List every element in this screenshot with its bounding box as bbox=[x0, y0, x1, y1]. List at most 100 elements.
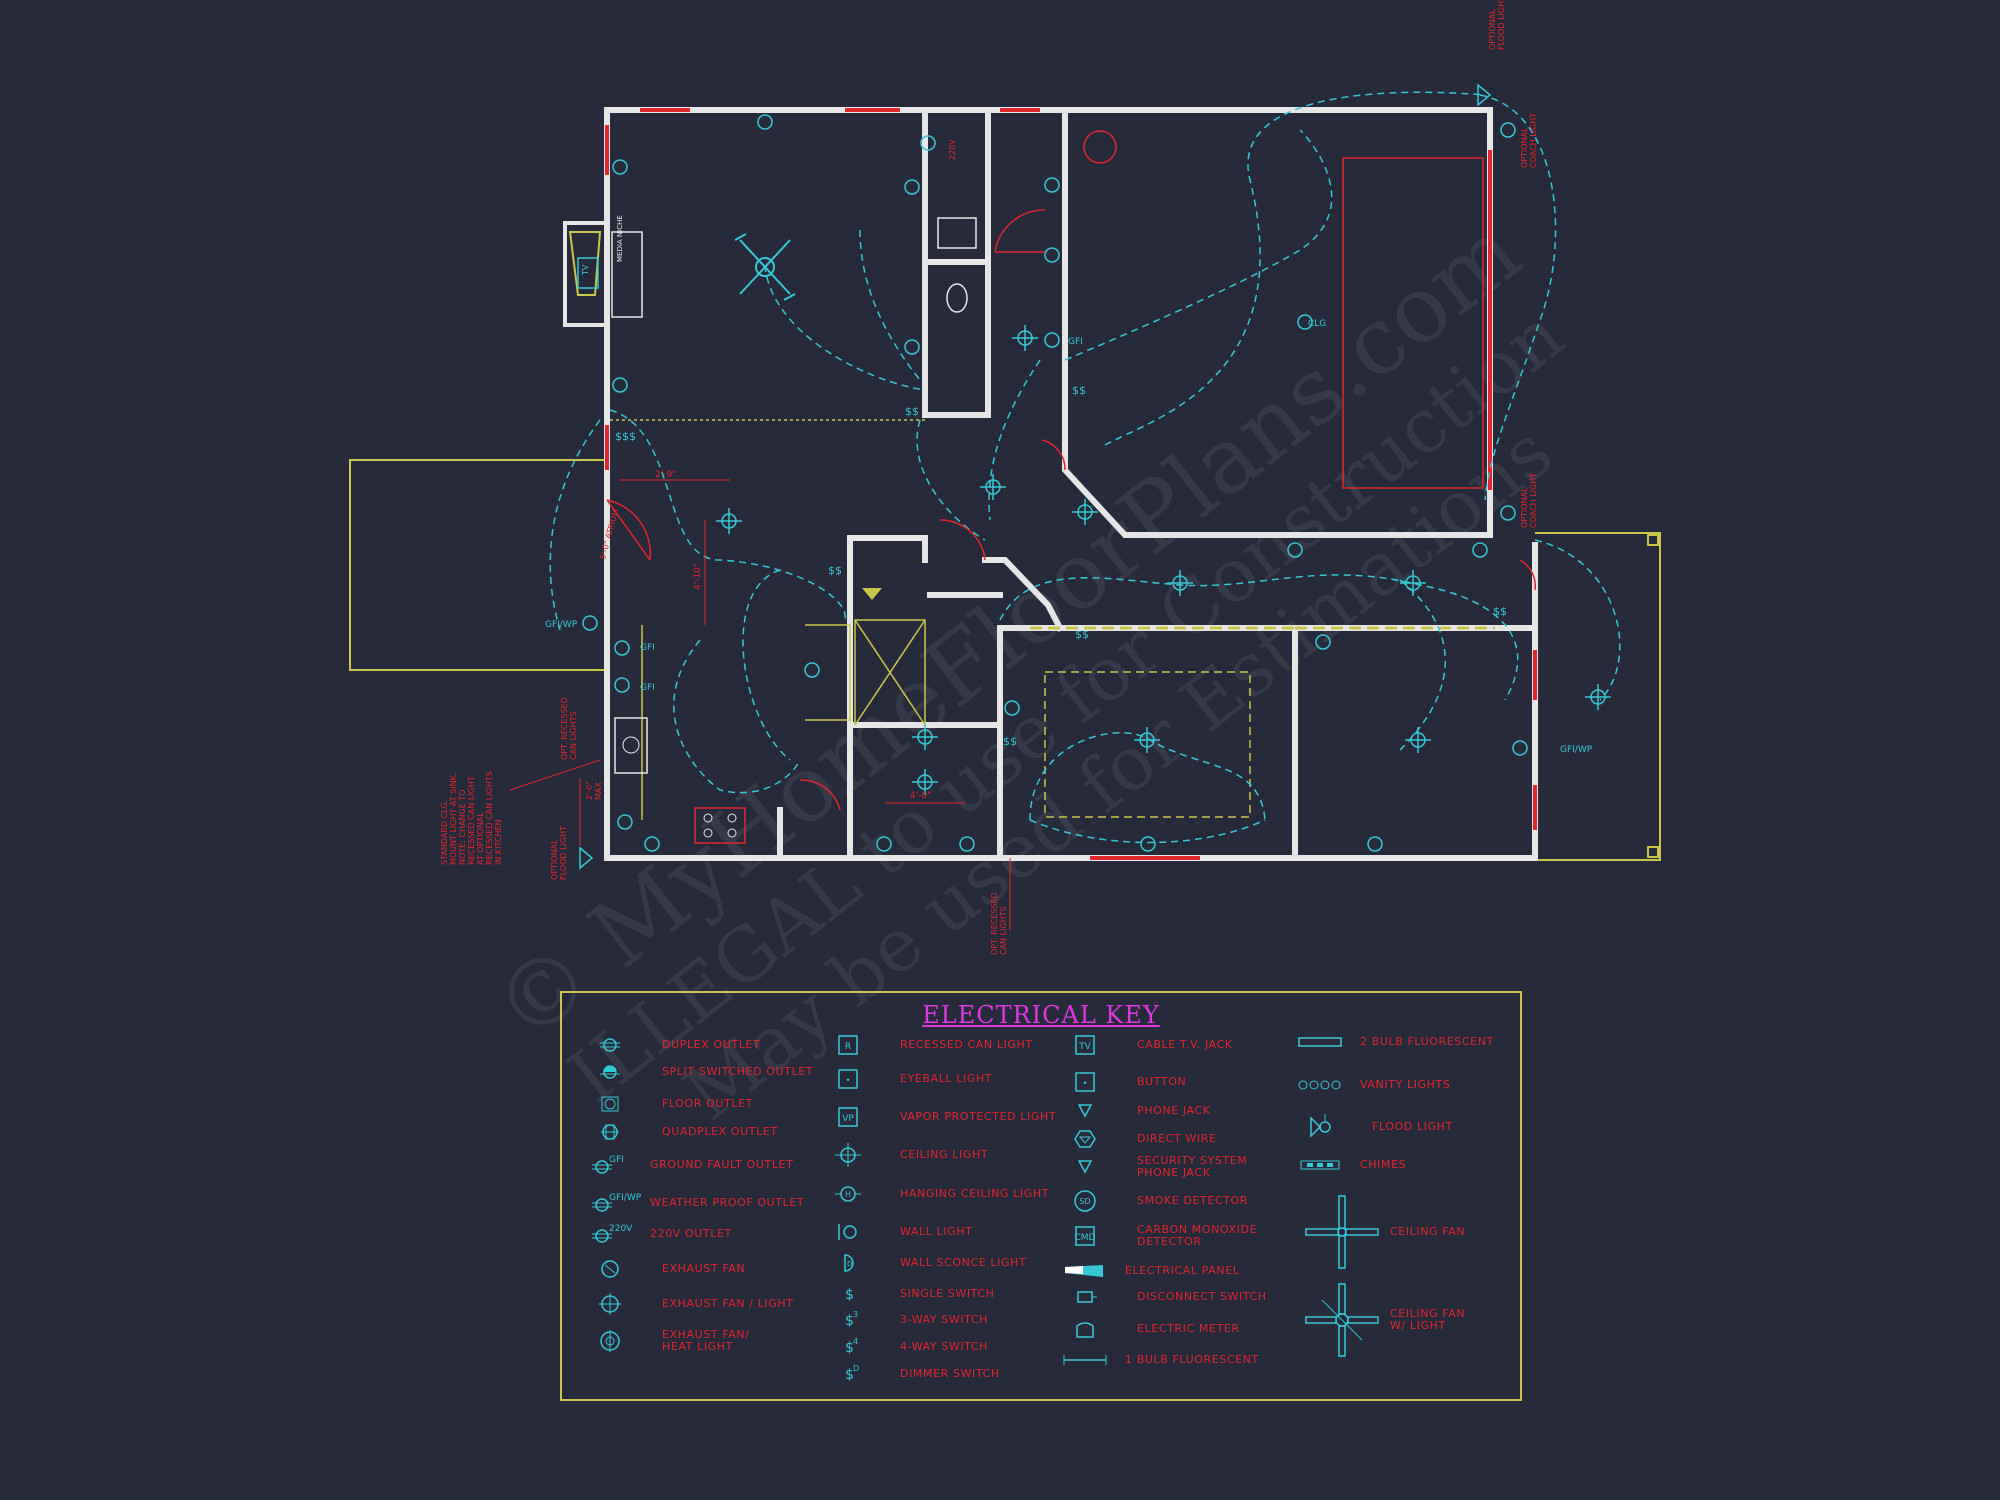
key-item-label: WALL LIGHT bbox=[900, 1225, 973, 1238]
vanity-lights-icon bbox=[1298, 1071, 1341, 1099]
svg-text:$$: $$ bbox=[1493, 605, 1507, 618]
bedroom-wall bbox=[1062, 109, 1493, 538]
key-item-label: CEILING FAN bbox=[1390, 1225, 1466, 1238]
key-item-security-system-phone-jack: SECURITY SYSTEM PHONE JACK bbox=[1067, 1153, 1247, 1181]
svg-text:$$: $$ bbox=[1075, 628, 1089, 641]
key-item-ground-fault-outlet: GFI GROUND FAULT OUTLET bbox=[592, 1151, 793, 1179]
flood-light-icons bbox=[579, 83, 1492, 870]
key-item-label: PHONE JACK bbox=[1137, 1104, 1211, 1117]
svg-text:$$: $$ bbox=[828, 564, 842, 577]
single-switch-icon: $ bbox=[830, 1280, 866, 1308]
key-item-ceiling-fan-w-light: CEILING FAN W/ LIGHT bbox=[1302, 1283, 1465, 1357]
stair-arrow-icon bbox=[862, 588, 882, 600]
key-item-label: GROUND FAULT OUTLET bbox=[650, 1158, 794, 1171]
bed-outline bbox=[1342, 157, 1484, 489]
key-item-electrical-panel: ELECTRICAL PANEL bbox=[1065, 1257, 1240, 1285]
tv-label: TV bbox=[581, 264, 590, 276]
key-item-electric-meter: ELECTRIC METER bbox=[1067, 1315, 1240, 1343]
svg-text:•: • bbox=[845, 1076, 850, 1086]
standard-clg-note: STANDARD CLG. MOUNT LIGHT AT SINK. NOTE:… bbox=[440, 771, 503, 865]
key-item-vanity-lights: VANITY LIGHTS bbox=[1298, 1071, 1450, 1099]
key-item-quadplex-outlet: QUADPLEX OUTLET bbox=[592, 1118, 778, 1146]
key-item-wall-sconce-light: D WALL SCONCE LIGHT bbox=[830, 1249, 1026, 1277]
wall-light-icon bbox=[830, 1218, 866, 1246]
dimmer-switch-icon: $D bbox=[830, 1360, 866, 1388]
split-switched-outlet-icon bbox=[592, 1058, 628, 1086]
svg-text:D: D bbox=[853, 1364, 859, 1373]
key-item-carbon-monoxide-detector: CMD CARBON MONOXIDE DETECTOR bbox=[1067, 1222, 1257, 1250]
key-item-label: QUADPLEX OUTLET bbox=[662, 1125, 778, 1138]
optional-coach-light-right-label: OPTIONAL COACH LIGHT bbox=[1520, 472, 1538, 528]
key-item-four-way-switch: $4 4-WAY SWITCH bbox=[830, 1333, 988, 1361]
key-item-label: VAPOR PROTECTED LIGHT bbox=[900, 1110, 1057, 1123]
svg-text:MEDIA NICHE: MEDIA NICHE bbox=[616, 215, 624, 262]
key-item-label: DIRECT WIRE bbox=[1137, 1132, 1217, 1145]
key-item-label: WALL SCONCE LIGHT bbox=[900, 1256, 1027, 1269]
svg-text:$$: $$ bbox=[1072, 384, 1086, 397]
key-item-label: WEATHER PROOF OUTLET bbox=[650, 1196, 805, 1209]
dim-2-9-label: 2'-9" bbox=[655, 470, 676, 480]
svg-text:GFI/WP: GFI/WP bbox=[609, 1193, 642, 1203]
disconnect-switch-icon bbox=[1067, 1283, 1103, 1311]
key-item-label: RECESSED CAN LIGHT bbox=[900, 1038, 1033, 1051]
key-item-label: EXHAUST FAN / LIGHT bbox=[662, 1297, 794, 1310]
carbon-monoxide-detector-icon: CMD bbox=[1067, 1222, 1103, 1250]
key-item-label: CARBON MONOXIDE DETECTOR bbox=[1137, 1223, 1258, 1248]
key-item-label: 220V OUTLET bbox=[650, 1227, 732, 1240]
key-item-exhaust-fan-heat-light: EXHAUST FAN/ HEAT LIGHT bbox=[592, 1327, 750, 1355]
svg-text:D: D bbox=[847, 1260, 852, 1268]
right-porch-outline bbox=[1535, 532, 1661, 861]
media-niche-label: MEDIA NICHE bbox=[616, 215, 624, 262]
key-item-wall-light: WALL LIGHT bbox=[830, 1218, 972, 1246]
one-bulb-fluorescent-icon bbox=[1063, 1346, 1107, 1374]
key-item-label: 2 BULB FLUORESCENT bbox=[1360, 1035, 1494, 1048]
key-item-label: 3-WAY SWITCH bbox=[900, 1313, 989, 1326]
key-item-button: •BUTTON bbox=[1067, 1068, 1186, 1096]
direct-wire-icon bbox=[1067, 1125, 1103, 1153]
optional-flood-light-top-label: OPTIONAL FLOOD LIGHT bbox=[1488, 0, 1506, 50]
key-item-label: ELECTRICAL PANEL bbox=[1125, 1264, 1240, 1277]
key-item-label: 4-WAY SWITCH bbox=[900, 1340, 989, 1353]
key-item-eyeball-light: • EYEBALL LIGHT bbox=[830, 1065, 992, 1093]
svg-text:$$$: $$$ bbox=[615, 430, 636, 443]
key-item-floor-outlet: FLOOR OUTLET bbox=[592, 1090, 753, 1118]
ground-fault-outlet-icon: GFI bbox=[592, 1151, 628, 1179]
key-item-label: ELECTRIC METER bbox=[1137, 1322, 1240, 1335]
key-item-label: CABLE T.V. JACK bbox=[1137, 1038, 1233, 1051]
svg-text:•: • bbox=[1082, 1079, 1087, 1089]
ceiling-light-icons bbox=[716, 122, 1611, 795]
kitchen-outlines bbox=[610, 419, 1495, 820]
dim-4-10-label: 4'-10" bbox=[693, 563, 703, 590]
media-niche bbox=[563, 221, 607, 327]
duplex-outlet-icons bbox=[582, 114, 1528, 852]
svg-text:GFI: GFI bbox=[609, 1155, 624, 1165]
key-item-label: CEILING FAN W/ LIGHT bbox=[1390, 1307, 1466, 1332]
key-item-label: EXHAUST FAN bbox=[662, 1262, 746, 1275]
optional-coach-light-top-label: OPTIONAL COACH LIGHT bbox=[1520, 112, 1538, 168]
four-way-switch-icon: $4 bbox=[830, 1333, 866, 1361]
dim-2-0-max-label: 2'-0" MAX bbox=[585, 781, 603, 800]
key-item-label: SECURITY SYSTEM PHONE JACK bbox=[1137, 1154, 1248, 1179]
floor-plan: TV MEDIA NICHE bbox=[349, 83, 1661, 930]
key-item-flood-light: FLOOD LIGHT bbox=[1302, 1113, 1453, 1141]
key-item-label: FLOOD LIGHT bbox=[1372, 1120, 1453, 1133]
electrical-key-title: ELECTRICAL KEY bbox=[922, 1001, 1160, 1029]
ceiling-fan-icon bbox=[1302, 1192, 1382, 1272]
key-item-label: EYEBALL LIGHT bbox=[900, 1072, 993, 1085]
key-item-weather-proof-outlet: GFI/WP WEATHER PROOF OUTLET bbox=[592, 1189, 804, 1217]
svg-text:$$: $$ bbox=[905, 405, 919, 418]
key-item-two-bulb-fluorescent: 2 BULB FLUORESCENT bbox=[1298, 1028, 1494, 1056]
key-item-exhaust-fan: EXHAUST FAN bbox=[592, 1255, 745, 1283]
optional-flood-light-left-label: OPTIONAL FLOOD LIGHT bbox=[550, 826, 568, 880]
220v-label: 220V bbox=[948, 139, 957, 160]
key-item-one-bulb-fluorescent: 1 BULB FLUORESCENT bbox=[1063, 1346, 1259, 1374]
gfi-wp-label-left: GFI/WP bbox=[545, 620, 578, 630]
key-item-label: DISCONNECT SWITCH bbox=[1137, 1290, 1267, 1303]
appliances bbox=[614, 130, 1117, 844]
